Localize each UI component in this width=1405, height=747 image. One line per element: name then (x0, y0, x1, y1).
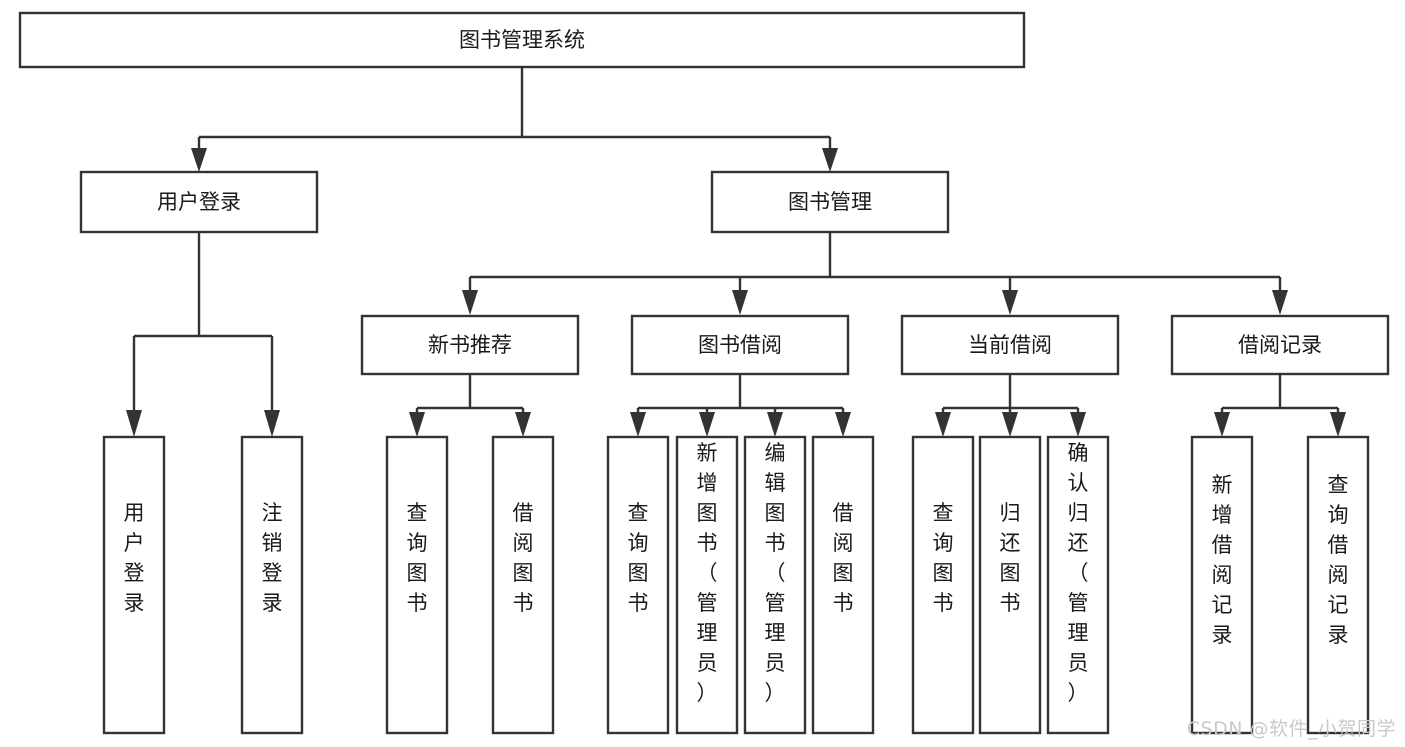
arrow-head-icon (1330, 412, 1346, 437)
node-box (978, 435, 1042, 735)
node-label-leaf-query-book-3: 查询图书 (933, 501, 954, 615)
node-label-leaf-query-book-2: 查询图书 (628, 501, 649, 615)
arrow-head-icon (462, 290, 478, 315)
node-leaf-add-book[interactable]: 新增图书（管理员） (675, 435, 739, 735)
node-label-leaf-edit-book: 编辑图书（管理员） (765, 441, 786, 705)
connector-bookborrow-to-leaves (630, 374, 851, 437)
node-leaf-user-login[interactable]: 用户登录 (102, 435, 166, 735)
node-box (900, 314, 1120, 376)
node-label-leaf-confirm-return: 确认归还（管理员） (1068, 441, 1089, 705)
arrow-head-icon (1002, 412, 1018, 437)
arrow-head-icon (126, 410, 142, 437)
connector-currentborrow-to-leaves (935, 374, 1086, 437)
node-label-user-login: 用户登录 (157, 190, 241, 214)
node-box (491, 435, 555, 735)
node-new-book-rec[interactable]: 新书推荐 (360, 314, 580, 376)
node-label-leaf-add-record: 新增借阅记录 (1212, 473, 1233, 647)
arrow-head-icon (935, 412, 951, 437)
node-leaf-add-record[interactable]: 新增借阅记录 (1190, 435, 1254, 735)
node-box (675, 435, 739, 735)
node-leaf-query-book-2[interactable]: 查询图书 (606, 435, 670, 735)
node-label-leaf-user-login: 用户登录 (124, 501, 145, 615)
arrow-head-icon (264, 410, 280, 437)
node-leaf-query-book-1[interactable]: 查询图书 (385, 435, 449, 735)
node-current-borrow[interactable]: 当前借阅 (900, 314, 1120, 376)
node-root[interactable]: 图书管理系统 (18, 11, 1026, 69)
node-label-leaf-borrow-book-2: 借阅图书 (833, 501, 854, 615)
node-leaf-logout[interactable]: 注销登录 (240, 435, 304, 735)
arrow-head-icon (191, 148, 207, 172)
node-leaf-borrow-book-1[interactable]: 借阅图书 (491, 435, 555, 735)
node-box (606, 435, 670, 735)
node-box (385, 435, 449, 735)
node-leaf-edit-book[interactable]: 编辑图书（管理员） (743, 435, 807, 735)
node-box (1190, 435, 1254, 735)
node-label-book-manage: 图书管理 (788, 190, 872, 214)
node-box (630, 314, 850, 376)
node-book-borrow[interactable]: 图书借阅 (630, 314, 850, 376)
node-label-borrow-record: 借阅记录 (1238, 333, 1322, 357)
node-leaf-confirm-return[interactable]: 确认归还（管理员） (1046, 435, 1110, 735)
node-box (911, 435, 975, 735)
node-label-leaf-borrow-book-1: 借阅图书 (513, 501, 534, 615)
node-label-new-book-rec: 新书推荐 (428, 333, 512, 357)
arrow-head-icon (835, 412, 851, 437)
node-box (240, 435, 304, 735)
node-label-leaf-add-book: 新增图书（管理员） (697, 441, 718, 705)
node-box (1046, 435, 1110, 735)
node-box (710, 170, 950, 234)
node-box (1170, 314, 1390, 376)
arrow-head-icon (409, 412, 425, 437)
node-label-leaf-query-book-1: 查询图书 (407, 501, 428, 615)
node-leaf-return-book[interactable]: 归还图书 (978, 435, 1042, 735)
node-book-manage[interactable]: 图书管理 (710, 170, 950, 234)
connector-newbook-to-leaves (409, 374, 531, 437)
node-leaf-query-book-3[interactable]: 查询图书 (911, 435, 975, 735)
node-label-leaf-query-record: 查询借阅记录 (1328, 473, 1349, 647)
node-leaf-query-record[interactable]: 查询借阅记录 (1306, 435, 1370, 735)
connector-bookmanage-to-level3 (462, 232, 1288, 315)
arrow-head-icon (630, 412, 646, 437)
node-borrow-record[interactable]: 借阅记录 (1170, 314, 1390, 376)
arrow-head-icon (822, 148, 838, 172)
node-box (1306, 435, 1370, 735)
connector-root-to-level2 (191, 67, 838, 172)
connector-userlogin-to-leaves (126, 232, 280, 437)
arrow-head-icon (1002, 290, 1018, 315)
arrow-head-icon (1272, 290, 1288, 315)
node-label-root: 图书管理系统 (459, 28, 585, 52)
connector-borrowrecord-to-leaves (1214, 374, 1346, 437)
arrow-head-icon (699, 412, 715, 437)
arrow-head-icon (1214, 412, 1230, 437)
node-label-current-borrow: 当前借阅 (968, 333, 1052, 357)
node-box (18, 11, 1026, 69)
node-label-leaf-return-book: 归还图书 (1000, 501, 1021, 615)
node-box (360, 314, 580, 376)
node-box (811, 435, 875, 735)
node-box (743, 435, 807, 735)
node-label-leaf-logout: 注销登录 (262, 501, 283, 615)
arrow-head-icon (515, 412, 531, 437)
node-box (79, 170, 319, 234)
node-leaf-borrow-book-2[interactable]: 借阅图书 (811, 435, 875, 735)
arrow-head-icon (732, 290, 748, 315)
arrow-head-icon (767, 412, 783, 437)
arrow-head-icon (1070, 412, 1086, 437)
node-user-login[interactable]: 用户登录 (79, 170, 319, 234)
node-label-book-borrow: 图书借阅 (698, 333, 782, 357)
node-box (102, 435, 166, 735)
